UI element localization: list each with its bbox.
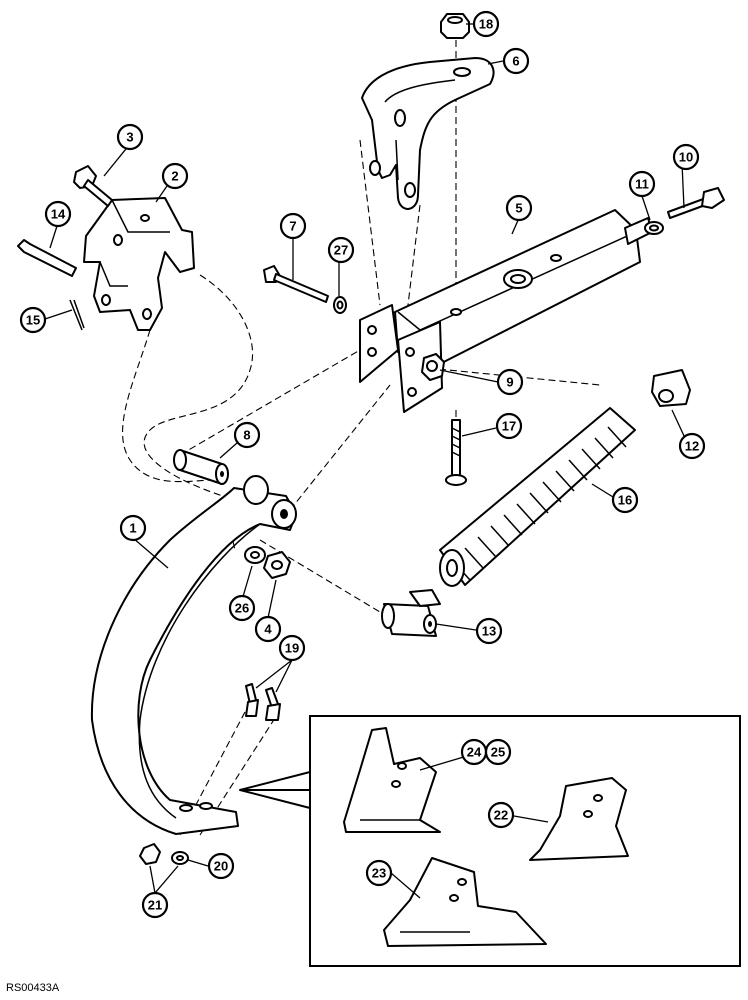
callout-leader-lines: [44, 23, 686, 899]
part-16-spring: [439, 407, 636, 587]
part-26-washer: [244, 546, 266, 564]
callout-17-label: 17: [502, 419, 516, 434]
callout-17: 17: [495, 412, 523, 440]
part-15-cotter-pin: [69, 299, 85, 331]
beam-end-plates: [359, 304, 443, 413]
callout-8: 8: [233, 421, 261, 449]
callout-27-label: 27: [334, 243, 348, 258]
callout-3: 3: [116, 123, 144, 151]
part-6-upper-bracket: [361, 57, 495, 210]
callout-20-label: 20: [214, 859, 228, 874]
callout-1: 1: [119, 514, 147, 542]
part-18-nut: [440, 13, 470, 39]
callout-1-label: 1: [129, 521, 136, 536]
callout-18-label: 18: [479, 17, 493, 32]
figure-reference-code: RS00433A: [6, 982, 60, 994]
callout-10: 10: [672, 143, 700, 171]
part-12-end-cap: [651, 369, 691, 407]
callout-6: 6: [502, 47, 530, 75]
callout-13-label: 13: [482, 624, 496, 639]
callout-22: 22: [487, 801, 515, 829]
part-9-nut: [421, 353, 445, 381]
callout-16: 16: [611, 486, 639, 514]
callout-4-label: 4: [264, 622, 272, 637]
callout-15-label: 15: [26, 313, 40, 328]
callout-12-label: 12: [685, 439, 699, 454]
callout-2: 2: [161, 162, 189, 190]
callout-7: 7: [279, 212, 307, 240]
callout-19: 19: [278, 634, 306, 662]
part-7-bolt: [263, 265, 329, 303]
callout-12: 12: [678, 432, 706, 460]
callout-6-label: 6: [512, 54, 519, 69]
part-10-bolt: [667, 187, 725, 219]
callout-15: 15: [19, 306, 47, 334]
callout-5: 5: [505, 194, 533, 222]
callout-9-label: 9: [506, 375, 513, 390]
part-8-bushing: [173, 449, 229, 485]
callout-21-label: 21: [148, 898, 162, 913]
shovel-options-inset: [239, 715, 741, 967]
callout-9: 9: [496, 368, 524, 396]
callout-19-label: 19: [285, 641, 299, 656]
part-2-clamp-bracket: [83, 197, 195, 331]
part-11-washer: [644, 221, 664, 235]
callout-24-label: 24: [467, 745, 482, 760]
callout-25-label: 25: [491, 745, 505, 760]
callout-8-label: 8: [243, 428, 250, 443]
callout-10-label: 10: [679, 150, 693, 165]
part-21-nut: [139, 843, 161, 865]
callout-7-label: 7: [289, 219, 296, 234]
callout-20: 20: [207, 852, 235, 880]
callout-21: 21: [141, 891, 169, 919]
callout-13: 13: [475, 617, 503, 645]
callout-14-label: 14: [51, 207, 66, 222]
callout-3-label: 3: [126, 130, 133, 145]
callout-11: 11: [628, 170, 656, 198]
callout-26-label: 26: [235, 601, 249, 616]
part-23-shovel: [383, 857, 547, 947]
part-19-plow-bolts: [245, 683, 281, 721]
part-22-shovel: [529, 777, 629, 861]
callout-11-label: 11: [635, 177, 649, 192]
part-13-spring-block: [381, 589, 441, 637]
callout-16-label: 16: [618, 493, 632, 508]
part-1-shank: [90, 475, 297, 835]
callout-4: 4: [254, 615, 282, 643]
callout-5-label: 5: [515, 201, 522, 216]
part-17-bolt: [445, 419, 467, 486]
callout-22-label: 22: [494, 808, 508, 823]
callout-25: 25: [484, 738, 512, 766]
callout-24: 24: [460, 738, 488, 766]
callout-18: 18: [472, 10, 500, 38]
callout-14: 14: [44, 200, 72, 228]
callout-23-label: 23: [372, 866, 386, 881]
callout-2-label: 2: [171, 169, 178, 184]
part-20-washer: [171, 851, 189, 865]
part-14-pin: [17, 239, 77, 277]
part-27-washer: [333, 296, 347, 314]
part-4-nut: [263, 551, 291, 579]
callout-26: 26: [228, 594, 256, 622]
callout-23: 23: [365, 859, 393, 887]
callout-27: 27: [327, 236, 355, 264]
part-3-bolt: [73, 165, 113, 207]
part-24-25-shovel: [343, 727, 441, 833]
